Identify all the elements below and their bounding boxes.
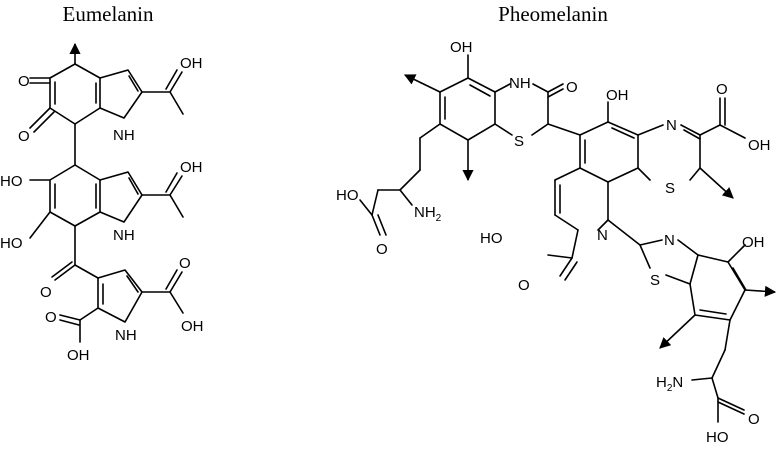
pheomelanin-top-left-unit <box>359 54 564 236</box>
pheomelanin-label-o-carboxyl-1: O <box>716 81 728 98</box>
eumelanin-label-o-mid: O <box>18 128 30 145</box>
pheomelanin-label-nh2-side: NH2 <box>414 204 442 224</box>
eumelanin-label-oh-carboxyl-2: OH <box>180 159 203 176</box>
pheomelanin-label-nh2-side-main: NH <box>414 204 436 221</box>
pheomelanin-label-n-thiazole: N <box>664 232 675 249</box>
eumelanin-label-oh-carboxyl-1: OH <box>180 55 203 72</box>
pheomelanin-label-nh-top: NH <box>509 75 531 92</box>
eumelanin-top-unit <box>29 42 184 133</box>
pheomelanin-arrow-lower-left <box>659 314 696 349</box>
pheomelanin-label-ho-bottom: HO <box>706 429 729 446</box>
pheomelanin-label-h2n-sub: 2 <box>667 383 673 394</box>
eumelanin-label-o-keto: O <box>40 284 52 301</box>
pheomelanin-label-oh-mid: OH <box>606 87 629 104</box>
eumelanin-label-o-top: O <box>18 73 30 90</box>
pheomelanin-label-oh-benzene: OH <box>742 234 765 251</box>
pheomelanin-arrow-upper-left <box>403 74 441 93</box>
eumelanin-title: Eumelanin <box>63 2 154 26</box>
pheomelanin-central-unit <box>547 97 746 281</box>
pheomelanin-label-ho-carboxyl-2: HO <box>480 230 503 247</box>
pheomelanin-label-o-top: O <box>566 79 578 96</box>
pheomelanin-label-s-1: S <box>514 133 524 150</box>
pheomelanin-label-n-pyridine: N <box>597 227 608 244</box>
eumelanin-label-ho-b: HO <box>0 235 23 252</box>
pheomelanin-label-s-thiazole: S <box>650 272 660 289</box>
eumelanin-label-o-carboxyl-4: O <box>179 255 191 272</box>
eumelanin-bottom-unit <box>51 225 184 343</box>
pheomelanin-label-h2n-h: H <box>656 374 667 391</box>
eumelanin-structure: O O OH NH HO HO OH NH O O NH OH O OH <box>0 42 204 364</box>
eumelanin-label-nh-3: NH <box>115 327 137 344</box>
pheomelanin-label-n-mid: N <box>666 117 677 134</box>
pheomelanin-title: Pheomelanin <box>498 2 608 26</box>
pheomelanin-label-nh2-side-sub: 2 <box>436 213 442 224</box>
pheomelanin-label-o-carboxyl-2: O <box>518 277 530 294</box>
pheomelanin-benzothiazole-unit <box>639 239 777 423</box>
eumelanin-label-oh-carboxyl-3: OH <box>67 347 90 364</box>
eumelanin-middle-unit <box>29 123 184 239</box>
pheomelanin-label-o-bottom: O <box>748 411 760 428</box>
eumelanin-label-nh-2: NH <box>113 227 135 244</box>
pheomelanin-label-h2n-n: N <box>672 374 683 391</box>
eumelanin-label-nh-1: NH <box>113 127 135 144</box>
pheomelanin-label-oh-carboxyl-1: OH <box>748 137 771 154</box>
eumelanin-label-ho-a: HO <box>0 173 23 190</box>
pheomelanin-arrow-right <box>699 167 734 199</box>
eumelanin-label-oh-carboxyl-4: OH <box>181 318 204 335</box>
eumelanin-label-o-carboxyl-3: O <box>45 309 57 326</box>
pheomelanin-structure: OH NH O OH N O OH S S HO NH2 O HO N O N … <box>336 39 777 446</box>
pheomelanin-label-ho-side: HO <box>336 187 359 204</box>
pheomelanin-arrow-lower-right <box>744 285 777 297</box>
pheomelanin-label-o-side: O <box>376 241 388 258</box>
pheomelanin-label-s-2: S <box>665 180 675 197</box>
pheomelanin-label-oh-top: OH <box>450 39 473 56</box>
pheomelanin-label-h2n-bottom: H2N <box>656 374 683 394</box>
